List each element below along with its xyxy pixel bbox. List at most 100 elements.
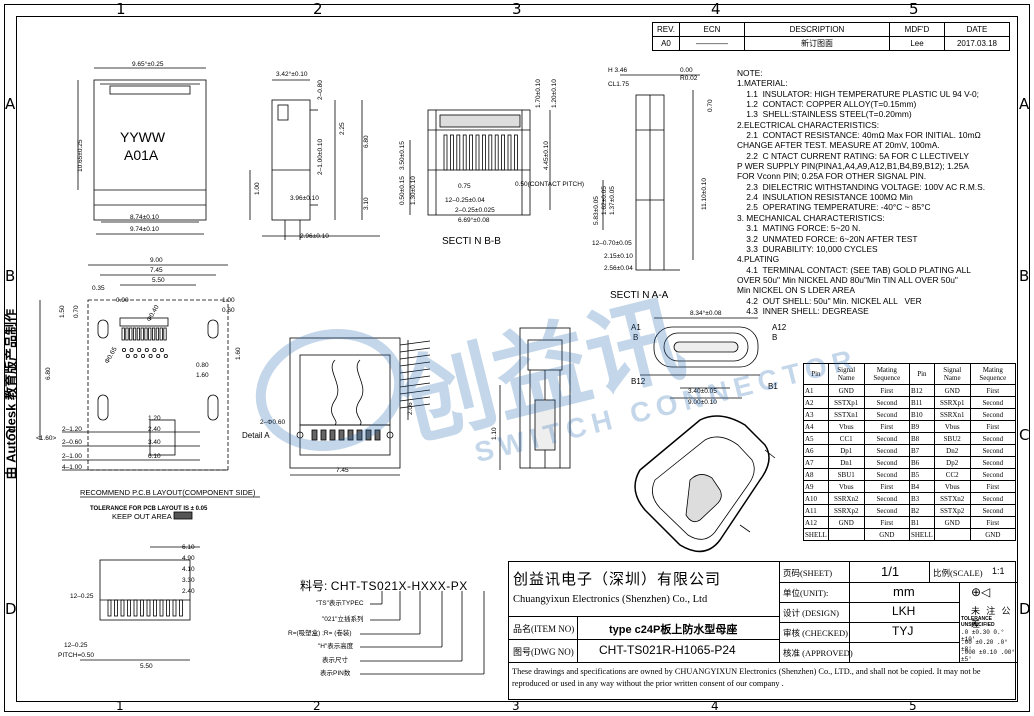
bl-pin <box>146 599 151 617</box>
dim-det-2-060: 2–Φ0.60 <box>260 419 285 426</box>
dim-bb-130: 1.30±0.10 <box>410 176 417 205</box>
detail-lead <box>399 361 431 367</box>
dim-det-745: 7.45 <box>336 467 349 474</box>
checked-value: TYJ <box>892 624 914 638</box>
pcb-via <box>125 353 130 358</box>
pcb-pad <box>148 327 152 341</box>
dim-pcb-120: 1.20 <box>148 415 161 422</box>
pcb-via <box>133 353 138 358</box>
bl-view-outline <box>99 559 191 621</box>
pcb-via <box>163 353 168 358</box>
pcb-via <box>137 347 142 352</box>
bottom-view-outline <box>289 337 401 469</box>
dim-top-h: 10.65±0.25 <box>77 139 84 172</box>
detail-a-label: Detail A <box>242 431 270 440</box>
dim-height-110: 1.10 <box>491 427 498 440</box>
pin-label-a1: A1 <box>631 323 641 332</box>
company-name-cn: 创益讯电子（深圳）有限公司 <box>513 572 722 588</box>
detail-lead <box>399 354 431 360</box>
zone-col-3: 3 <box>512 0 522 18</box>
detail-pin <box>347 429 354 441</box>
marking-line-2: A01A <box>124 147 159 163</box>
pcb-via <box>122 347 127 352</box>
note-line: 2.5 OPERATING TEMPERATURE: -40°C ~ 85°C <box>737 202 931 213</box>
bb-contact <box>501 134 506 171</box>
pcb-pad <box>155 327 159 341</box>
pcb-pad <box>121 327 125 341</box>
dim-bb-445: 4.45±0.10 <box>543 141 550 170</box>
dim-aa-256: 2.56±0.04 <box>604 265 633 272</box>
dim-side-w: 3.42°±0.10 <box>276 70 308 78</box>
dim-pcb-745: 7.45 <box>150 267 163 274</box>
dim-pcb-100: 1.00 <box>222 297 235 304</box>
pcb-via <box>148 353 153 358</box>
dim-bl-12b: 12–0.25 <box>64 642 88 649</box>
dim-bb-170: 1.70±0.10 <box>535 79 542 108</box>
pcb-pad <box>151 327 156 341</box>
detail-pin <box>311 429 318 441</box>
pcb-pad <box>129 327 133 341</box>
dim-bl-330: 3.30 <box>182 577 195 584</box>
note-line: 3.1 MATING FORCE: 5~20 N. <box>737 223 861 234</box>
zone-row-b-right: B <box>1019 267 1030 285</box>
dim-bl-pitch: PITCH=0.50 <box>58 652 94 659</box>
bl-pin <box>140 599 144 617</box>
dim-bb-669: 6.69°±0.08 <box>458 216 490 224</box>
dim-bl-610: 6.10 <box>182 544 195 551</box>
dim-aa-070: 0.70 <box>707 99 714 112</box>
dim-aa-h: H 3.46 <box>608 67 628 74</box>
pin-table-cell: GND <box>969 528 1017 541</box>
bb-contact <box>469 134 474 171</box>
dim-aa-583: 5.83±0.05 <box>593 196 600 225</box>
dim-pcb-900: 9.00 <box>150 257 163 264</box>
design-value: LKH <box>892 604 916 618</box>
dim-pcb-2-060: 2–0.60 <box>62 439 82 446</box>
title-block: 创益讯电子（深圳）有限公司 Chuangyixun Electronics (S… <box>508 561 1017 700</box>
dim-front-900: 9.00±0.10 <box>688 399 717 406</box>
dim-aa-000: 0.00 <box>680 67 693 74</box>
note-line: 4.PLATING <box>737 254 780 265</box>
zone-col-1-bottom: 1 <box>116 699 124 713</box>
note-line: 3. MECHANICAL CHARACTERISTICS: <box>737 212 885 223</box>
dim-bb-075: 0.75 <box>458 183 471 190</box>
bb-contact <box>481 134 486 171</box>
dwg-value: CHT-TS021R-H1065-P24 <box>599 643 736 657</box>
note-line: 2.2 C NTACT CURRENT RATING: 5A FOR C LLE… <box>737 150 969 161</box>
detail-lead <box>399 347 431 353</box>
disclaimer: These drawings and specifications are ow… <box>512 667 981 688</box>
detail-pin <box>338 429 345 441</box>
dim-296: 2.96±0.10 <box>300 233 329 240</box>
side-view-outline <box>271 99 311 221</box>
part-number-prefix: 料号: <box>300 579 328 593</box>
detail-pin <box>356 429 363 441</box>
keep-out-label: KEEP OUT AREA <box>112 512 172 521</box>
bl-pin <box>120 599 125 617</box>
note-line: NOTE: <box>737 68 763 78</box>
bl-pin <box>107 599 112 617</box>
item-value: type c24P板上防水型母座 <box>609 624 738 636</box>
dim-680: 6.80 <box>363 135 370 148</box>
note-line: OVER 50u" Min NICKEL AND 80u"Min TIN ALL… <box>737 274 958 285</box>
pcb-via <box>140 353 145 358</box>
dim-310: 3.10 <box>363 197 370 210</box>
section-bb-label: SECTI N B-B <box>442 236 501 247</box>
pin-label-b-right: B <box>772 333 777 342</box>
note-line: FOR Vconn PIN; 0.25A FOR OTHER SIGNAL PI… <box>737 171 927 182</box>
detail-lead <box>399 368 431 374</box>
dim-bb-350: 3.50±0.15 <box>399 141 406 170</box>
zone-col-3-bottom: 3 <box>512 699 520 713</box>
dim-bot-w2: 9.74±0.10 <box>130 226 159 233</box>
dim-pcb-150: 1.50 <box>59 305 66 318</box>
zone-row-a: A <box>5 95 16 113</box>
pcb-via <box>152 347 157 352</box>
note-line: P WER SUPPLY PIN(PINA1,A4,A9,A12,B1,B4,B… <box>737 161 969 172</box>
note-line: CHANGE AFTER TEST. MEASURE AT 20mV, 100m… <box>737 140 940 151</box>
dim-bot-w1: 8.74±0.10 <box>130 214 159 221</box>
dim-pcb-090: 0.90 <box>116 297 129 304</box>
